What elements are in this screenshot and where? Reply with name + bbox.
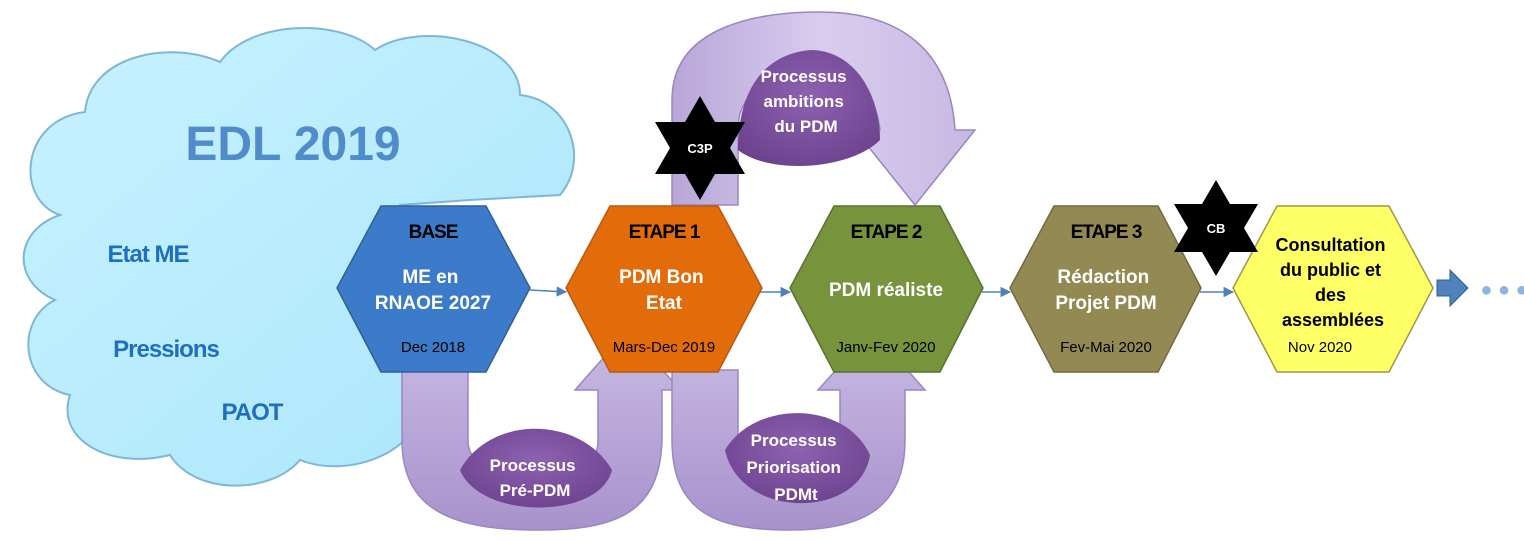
- cb-star-label: CB: [1207, 221, 1226, 236]
- cloud-item-pressions: Pressions: [113, 336, 219, 363]
- edl-cloud: EDL 2019 Etat ME Pressions PAOT: [22, 27, 576, 487]
- top-process-label: Processus ambitions du PDM: [761, 67, 852, 136]
- cloud-item-etat-me: Etat ME: [107, 241, 189, 268]
- bottom-right-process-lens: [725, 413, 870, 504]
- continuation-dots: ● ● ●: [1480, 279, 1524, 301]
- stage-etape-3-date: Fev-Mai 2020: [1060, 339, 1152, 356]
- stage-etape-2-hexagon: [789, 205, 984, 373]
- connector-base-etape1: [529, 286, 568, 297]
- stage-etape-2-header: ETAPE 2: [851, 222, 922, 243]
- stage-etape-2: ETAPE 2 PDM réaliste Janv-Fev 2020: [789, 205, 984, 373]
- stage-etape-1-date: Mars-Dec 2019: [613, 339, 716, 356]
- c3p-star-label: C3P: [687, 141, 713, 156]
- right-arrow-icon: [1436, 268, 1469, 308]
- cb-star-shape: [1174, 180, 1258, 276]
- stage-consultation-date: Nov 2020: [1288, 339, 1352, 356]
- cb-star: CB: [1174, 180, 1258, 276]
- c3p-star-shape: [655, 96, 745, 200]
- stage-consultation: Consultation du public et des assemblées…: [1232, 205, 1434, 373]
- stage-etape-3: ETAPE 3 Rédaction Projet PDM Fev-Mai 202…: [1009, 205, 1202, 373]
- bottom-left-process-lens: [460, 428, 612, 508]
- stage-etape-1-header: ETAPE 1: [629, 222, 701, 243]
- stage-etape-3-header: ETAPE 3: [1071, 222, 1142, 243]
- continuation-arrow: ● ● ●: [1436, 268, 1524, 308]
- stage-consultation-title: Consultation du public et des assemblées: [1275, 235, 1390, 330]
- stage-etape-3-hexagon: [1009, 205, 1202, 373]
- stage-base-title: ME en RNAOE 2027: [375, 267, 491, 314]
- stage-etape-3-title: Rédaction Projet PDM: [1055, 267, 1156, 314]
- cloud-title: EDL 2019: [185, 118, 400, 171]
- stage-etape-1: ETAPE 1 PDM Bon Etat Mars-Dec 2019: [565, 205, 763, 373]
- stage-etape-1-hexagon: [565, 205, 763, 373]
- bottom-left-process-label: Processus Pré-PDM: [490, 456, 581, 500]
- stage-etape-2-date: Janv-Fev 2020: [836, 339, 935, 356]
- cloud-item-paot: PAOT: [222, 399, 284, 426]
- stage-base-date: Dec 2018: [401, 339, 465, 356]
- stage-base-hexagon: [336, 205, 531, 373]
- bottom-right-process-label: Processus Priorisation PDMt: [746, 431, 845, 504]
- stage-etape-1-title: PDM Bon Etat: [619, 267, 709, 314]
- stage-base-header: BASE: [409, 222, 458, 243]
- bottom-right-process-arrow: Processus Priorisation PDMt: [671, 328, 927, 531]
- stage-connectors: [529, 286, 1235, 298]
- stage-base: BASE ME en RNAOE 2027 Dec 2018: [336, 205, 531, 373]
- stage-etape-2-title: PDM réaliste: [829, 280, 943, 301]
- top-process-arrow: Processus ambitions du PDM: [671, 11, 977, 207]
- bottom-left-process-arrow: Processus Pré-PDM: [401, 328, 682, 531]
- top-process-lens: [738, 50, 880, 167]
- stage-consultation-hexagon: [1232, 205, 1434, 373]
- c3p-star: C3P: [655, 96, 745, 200]
